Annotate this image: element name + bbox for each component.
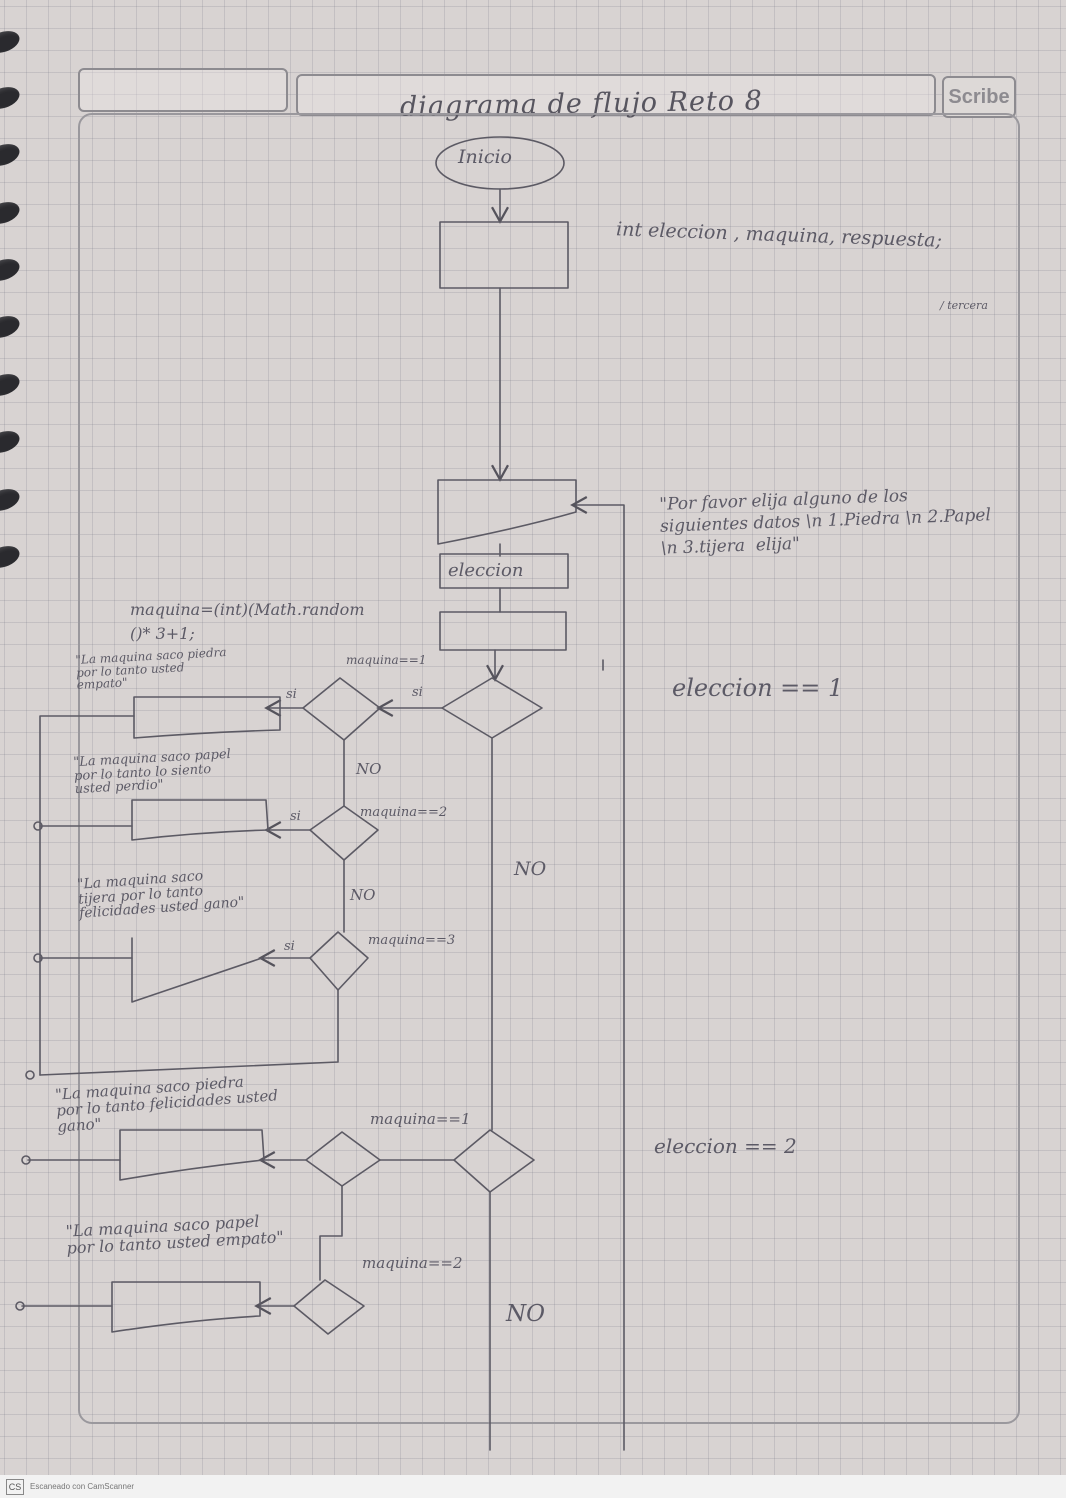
camscanner-logo: CS <box>6 1478 24 1495</box>
header-date-box <box>78 68 288 112</box>
cond-q2-m2: maquina==2 <box>362 1254 463 1272</box>
cond-q1-m3: maquina==3 <box>368 933 456 948</box>
decision-q2-m2 <box>293 1279 365 1335</box>
brand-logo: Scribe <box>942 76 1016 118</box>
connector-dot <box>33 821 43 831</box>
scan-credit: Escaneado con CamScanner <box>30 1482 135 1491</box>
page-frame <box>78 113 1020 1424</box>
si-label: si <box>290 809 301 824</box>
msg-papel-perdio: "La maquina saco papel por lo tanto lo s… <box>72 746 232 798</box>
cond-q2-m1: maquina==1 <box>370 1110 471 1128</box>
header-title-box <box>296 74 936 116</box>
declaration-fragment: / tercera <box>940 299 988 312</box>
no-label: NO <box>514 858 547 880</box>
decision-q1-m3 <box>309 931 369 991</box>
output-prompt-shape <box>437 479 577 545</box>
input-label: eleccion <box>448 560 524 581</box>
connector-dot <box>21 1155 31 1165</box>
decision-eleccion-1 <box>441 677 543 739</box>
random-assign-box <box>439 611 567 651</box>
flow-line <box>319 1185 343 1281</box>
scan-footer: CS Escaneado con CamScanner <box>0 1475 1066 1498</box>
prompt-note: "Por favor elija alguno de los siguiente… <box>658 486 992 559</box>
decision-q1-m1 <box>302 677 381 741</box>
si-label: si <box>286 687 297 702</box>
connector-dot <box>33 953 43 963</box>
declaration-box <box>439 221 569 289</box>
cond-q1-m2: maquina==2 <box>360 805 448 820</box>
no-label: NO <box>506 1301 545 1327</box>
no-label: NO <box>356 760 382 778</box>
start-label: Inicio <box>458 146 512 168</box>
cond-eleccion-1: eleccion == 1 <box>672 674 844 702</box>
output-box-3 <box>131 937 263 1003</box>
connector-dot <box>15 1301 25 1311</box>
output-box-4 <box>119 1129 265 1181</box>
flow-line <box>39 715 135 1076</box>
cond-eleccion-2: eleccion == 2 <box>654 1134 797 1158</box>
msg-piedra-empato: "La maquina saco piedra por lo tanto ust… <box>75 645 227 693</box>
decision-q2-m1 <box>305 1131 381 1187</box>
random-assign-label: maquina=(int)(Math.random ()* 3+1; <box>130 600 365 643</box>
decision-eleccion-2 <box>453 1129 535 1193</box>
si-label: si <box>284 939 295 954</box>
input-eleccion-box <box>439 553 569 589</box>
output-box-2 <box>131 799 269 841</box>
no-label: NO <box>350 886 376 904</box>
output-box-1 <box>133 696 281 739</box>
flow-line <box>39 989 339 1076</box>
loop-back-line <box>570 496 625 1451</box>
connector-dot <box>25 1070 35 1080</box>
output-box-5 <box>111 1281 261 1333</box>
cond-q1-m1: maquina==1 <box>346 653 427 667</box>
si-label: si <box>412 685 423 700</box>
